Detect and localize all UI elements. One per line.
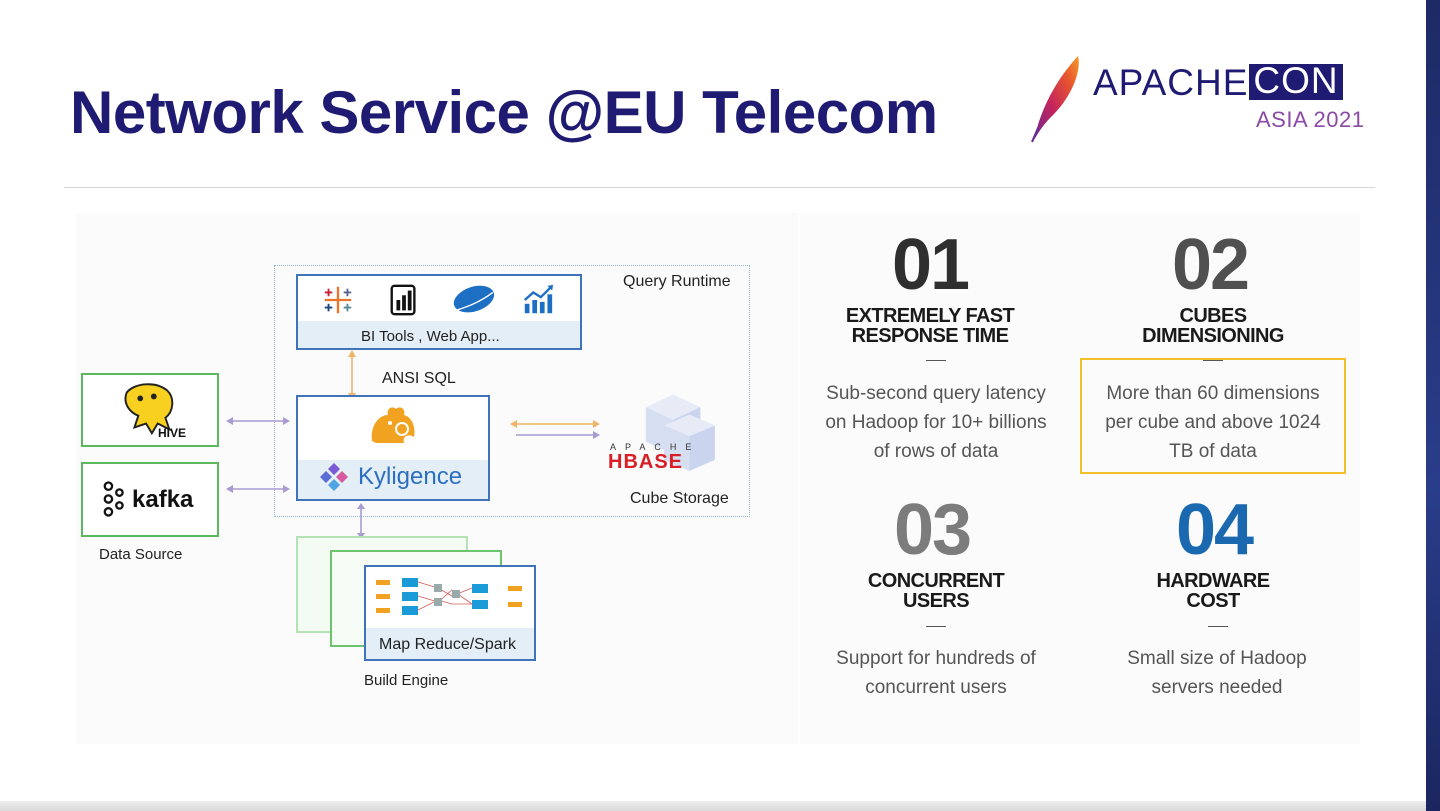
feature-desc-04-l2: servers needed	[1151, 677, 1283, 698]
cube-storage-label: Cube Storage	[630, 490, 729, 507]
feature-heading-02-line1: CUBES	[1179, 305, 1247, 327]
architecture-diagram: Query Runtime	[76, 213, 798, 744]
source-connectors	[226, 417, 290, 493]
feature-heading-04-line2: COST	[1186, 590, 1240, 612]
right-accent-bar	[1426, 0, 1440, 811]
cloud-icon	[452, 285, 495, 313]
ansi-sql-label: ANSI SQL	[382, 370, 456, 387]
data-source-label: Data Source	[99, 546, 183, 563]
logo-con-text: CON	[1249, 62, 1343, 100]
logo-apache-text: APACHE	[1093, 62, 1249, 103]
query-runtime-label: Query Runtime	[623, 273, 731, 290]
feature-heading-04-line1: HARDWARE	[1156, 570, 1271, 592]
storage-connector	[510, 420, 600, 439]
feature-heading-03-line2: USERS	[903, 590, 970, 612]
feature-number-02: 02	[1171, 225, 1250, 305]
divider	[64, 187, 1375, 188]
hive-icon	[124, 383, 174, 436]
kyligence-label: Kyligence	[358, 463, 463, 490]
feature-number-03: 03	[893, 490, 972, 570]
feature-heading-01-line1: EXTREMELY FAST	[845, 305, 1015, 327]
feather-icon	[1031, 56, 1079, 143]
feature-desc-02-l1: More than 60 dimensions	[1106, 383, 1320, 404]
feature-heading-02-line2: DIMENSIONING	[1142, 325, 1284, 347]
feature-desc-01-l2: on Hadoop for 10+ billions	[825, 412, 1047, 433]
hbase-icon	[645, 394, 715, 471]
build-card-band	[366, 628, 534, 659]
hive-label: HIVE	[158, 426, 187, 440]
kylin-icon	[371, 407, 415, 443]
bar-chart-icon	[523, 284, 554, 314]
feature-number-01: 01	[891, 225, 970, 305]
highlight-box	[1080, 358, 1346, 474]
feature-divider-02	[1203, 360, 1223, 361]
tableau-icon	[324, 286, 352, 314]
powerbi-icon	[390, 284, 416, 316]
features-panel: 01 EXTREMELY FAST RESPONSE TIME Sub-seco…	[800, 213, 1360, 744]
feature-desc-02-l3: TB of data	[1169, 441, 1257, 462]
query-runtime-frame	[274, 265, 750, 517]
kylin-label-band	[298, 460, 488, 499]
build-connector	[357, 503, 365, 539]
kyligence-logo-icon	[320, 463, 348, 491]
feature-desc-01-l3: of rows of data	[873, 441, 999, 462]
feature-desc-03-l1: Support for hundreds of	[836, 648, 1036, 669]
hbase-name-text: HBASE	[608, 451, 684, 473]
build-engine-label: Build Engine	[364, 672, 449, 689]
feature-heading-03-line1: CONCURRENT	[867, 570, 1005, 592]
build-card-front	[364, 565, 536, 661]
sql-connector	[348, 350, 356, 400]
bottom-bar	[0, 801, 1426, 811]
feature-desc-03-l2: concurrent users	[865, 677, 1007, 698]
map-reduce-label: Map Reduce/Spark	[379, 636, 516, 653]
feature-desc-02-l2: per cube and above 1024	[1105, 412, 1321, 433]
feature-desc-04-l1: Small size of Hadoop	[1127, 648, 1307, 669]
feature-divider-01	[926, 360, 946, 361]
slide-title: Network Service @EU Telecom	[70, 79, 938, 146]
feature-number-04: 04	[1175, 490, 1254, 570]
bi-tools-label-band	[298, 321, 580, 348]
feature-desc-01-l1: Sub-second query latency	[826, 383, 1046, 404]
logo-event-text: ASIA 2021	[1256, 107, 1365, 132]
feature-divider-04	[1208, 626, 1228, 627]
feature-divider-03	[926, 626, 946, 627]
hbase-apache-text: APACHE	[610, 442, 701, 452]
bi-tools-label: BI Tools , Web App...	[361, 328, 500, 345]
kafka-label: kafka	[132, 486, 194, 513]
kafka-icon	[103, 481, 124, 517]
dag-icon	[376, 578, 522, 615]
feature-heading-01-line2: RESPONSE TIME	[851, 325, 1009, 347]
